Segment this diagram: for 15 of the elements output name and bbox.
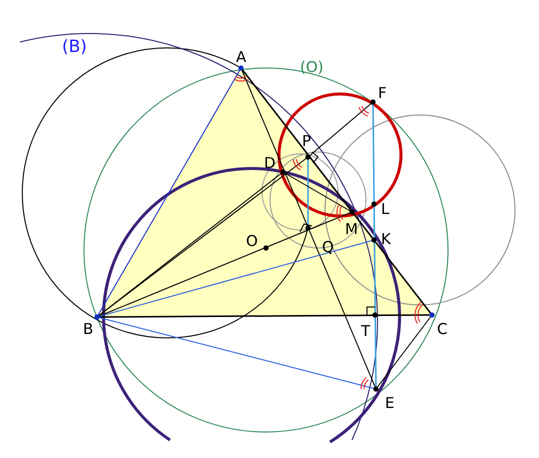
point-label: C: [437, 320, 448, 338]
point-label: L: [381, 200, 390, 218]
point-label: Q: [322, 238, 334, 256]
point-label: A: [236, 48, 246, 66]
circle-label: (B): [62, 37, 87, 57]
point-label: E: [385, 394, 394, 412]
point-label: B: [83, 320, 94, 338]
point-label: O: [246, 232, 258, 250]
circle-label: (O): [300, 58, 324, 76]
point-label: T: [361, 322, 370, 340]
point-label: D: [264, 154, 276, 172]
point-label: M: [345, 220, 358, 238]
point-label: P: [302, 132, 312, 150]
point-label: F: [378, 84, 387, 102]
point-label: K: [381, 230, 391, 248]
